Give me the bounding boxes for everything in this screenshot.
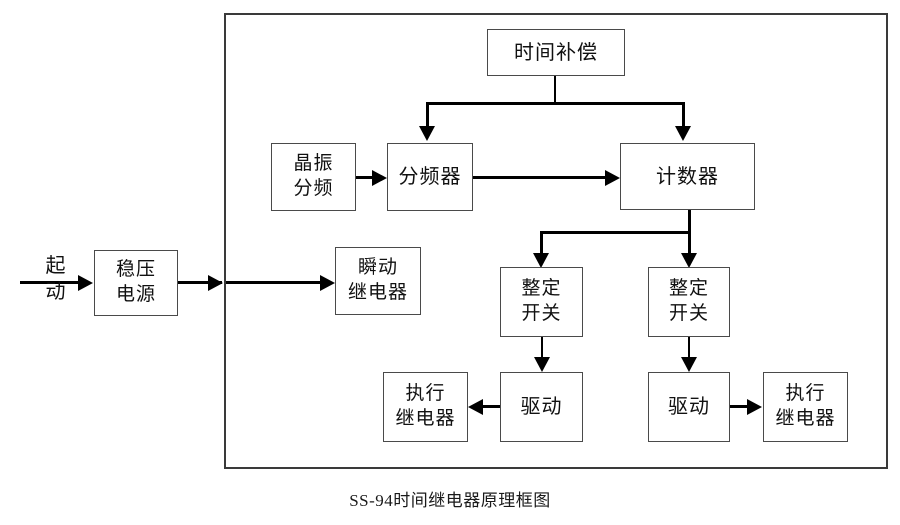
arrowhead-counter-to-setting-left (533, 253, 549, 268)
arrowhead-to-instant-relay (320, 275, 335, 291)
block-instantaneous-relay[interactable]: 瞬动 继电器 (335, 247, 421, 315)
arrowhead-power-enters-enclosure (208, 275, 223, 291)
block-drive-left[interactable]: 驱动 (500, 372, 583, 442)
edge-counter-bus (540, 231, 691, 234)
edge-time-comp-stem (554, 76, 556, 104)
edge-setting-right-to-drive-right (688, 337, 690, 359)
figure-caption: SS-94时间继电器原理框图 (349, 491, 551, 510)
edge-counter-to-setting-left (540, 231, 543, 256)
edge-setting-left-to-drive-left (541, 337, 543, 359)
edge-time-comp-bus (426, 102, 685, 105)
arrowhead-time-comp-to-divider (419, 126, 435, 141)
edge-time-comp-to-counter (682, 102, 685, 128)
block-crystal-oscillator-divider[interactable]: 晶振 分频 (271, 143, 356, 211)
edge-drive-right-to-exec-right (730, 405, 748, 408)
block-setting-switch-left[interactable]: 整定 开关 (500, 267, 583, 337)
edge-start-to-power (20, 281, 78, 284)
block-counter[interactable]: 计数器 (620, 143, 755, 210)
arrowhead-counter-to-setting-right (681, 253, 697, 268)
edge-power-to-enclosure (178, 281, 222, 284)
block-time-compensation[interactable]: 时间补偿 (487, 29, 625, 76)
edge-divider-to-counter (473, 176, 607, 179)
edge-counter-stem (688, 210, 691, 233)
edge-drive-left-to-exec-left (483, 405, 501, 408)
edge-counter-to-setting-right (688, 231, 691, 256)
edge-enclosure-to-instant-relay (226, 281, 321, 284)
arrowhead-divider-to-counter (605, 170, 620, 186)
edge-time-comp-to-divider (426, 102, 429, 128)
inner-circuit-enclosure (224, 13, 888, 469)
block-frequency-divider[interactable]: 分频器 (387, 143, 473, 211)
block-execution-relay-right[interactable]: 执行 继电器 (763, 372, 848, 442)
arrowhead-crystal-to-divider (372, 170, 387, 186)
arrowhead-setting-left-to-drive-left (534, 357, 550, 372)
block-setting-switch-right[interactable]: 整定 开关 (648, 267, 730, 337)
block-execution-relay-left[interactable]: 执行 继电器 (383, 372, 468, 442)
edge-crystal-to-divider (356, 176, 374, 179)
arrowhead-drive-left-to-exec-left (468, 399, 483, 415)
arrowhead-start-to-power (78, 275, 93, 291)
block-regulated-power-supply[interactable]: 稳压 电源 (94, 250, 178, 316)
arrowhead-setting-right-to-drive-right (681, 357, 697, 372)
block-drive-right[interactable]: 驱动 (648, 372, 730, 442)
arrowhead-time-comp-to-counter (675, 126, 691, 141)
start-input-label: 起 动 (45, 255, 67, 303)
arrowhead-drive-right-to-exec-right (747, 399, 762, 415)
